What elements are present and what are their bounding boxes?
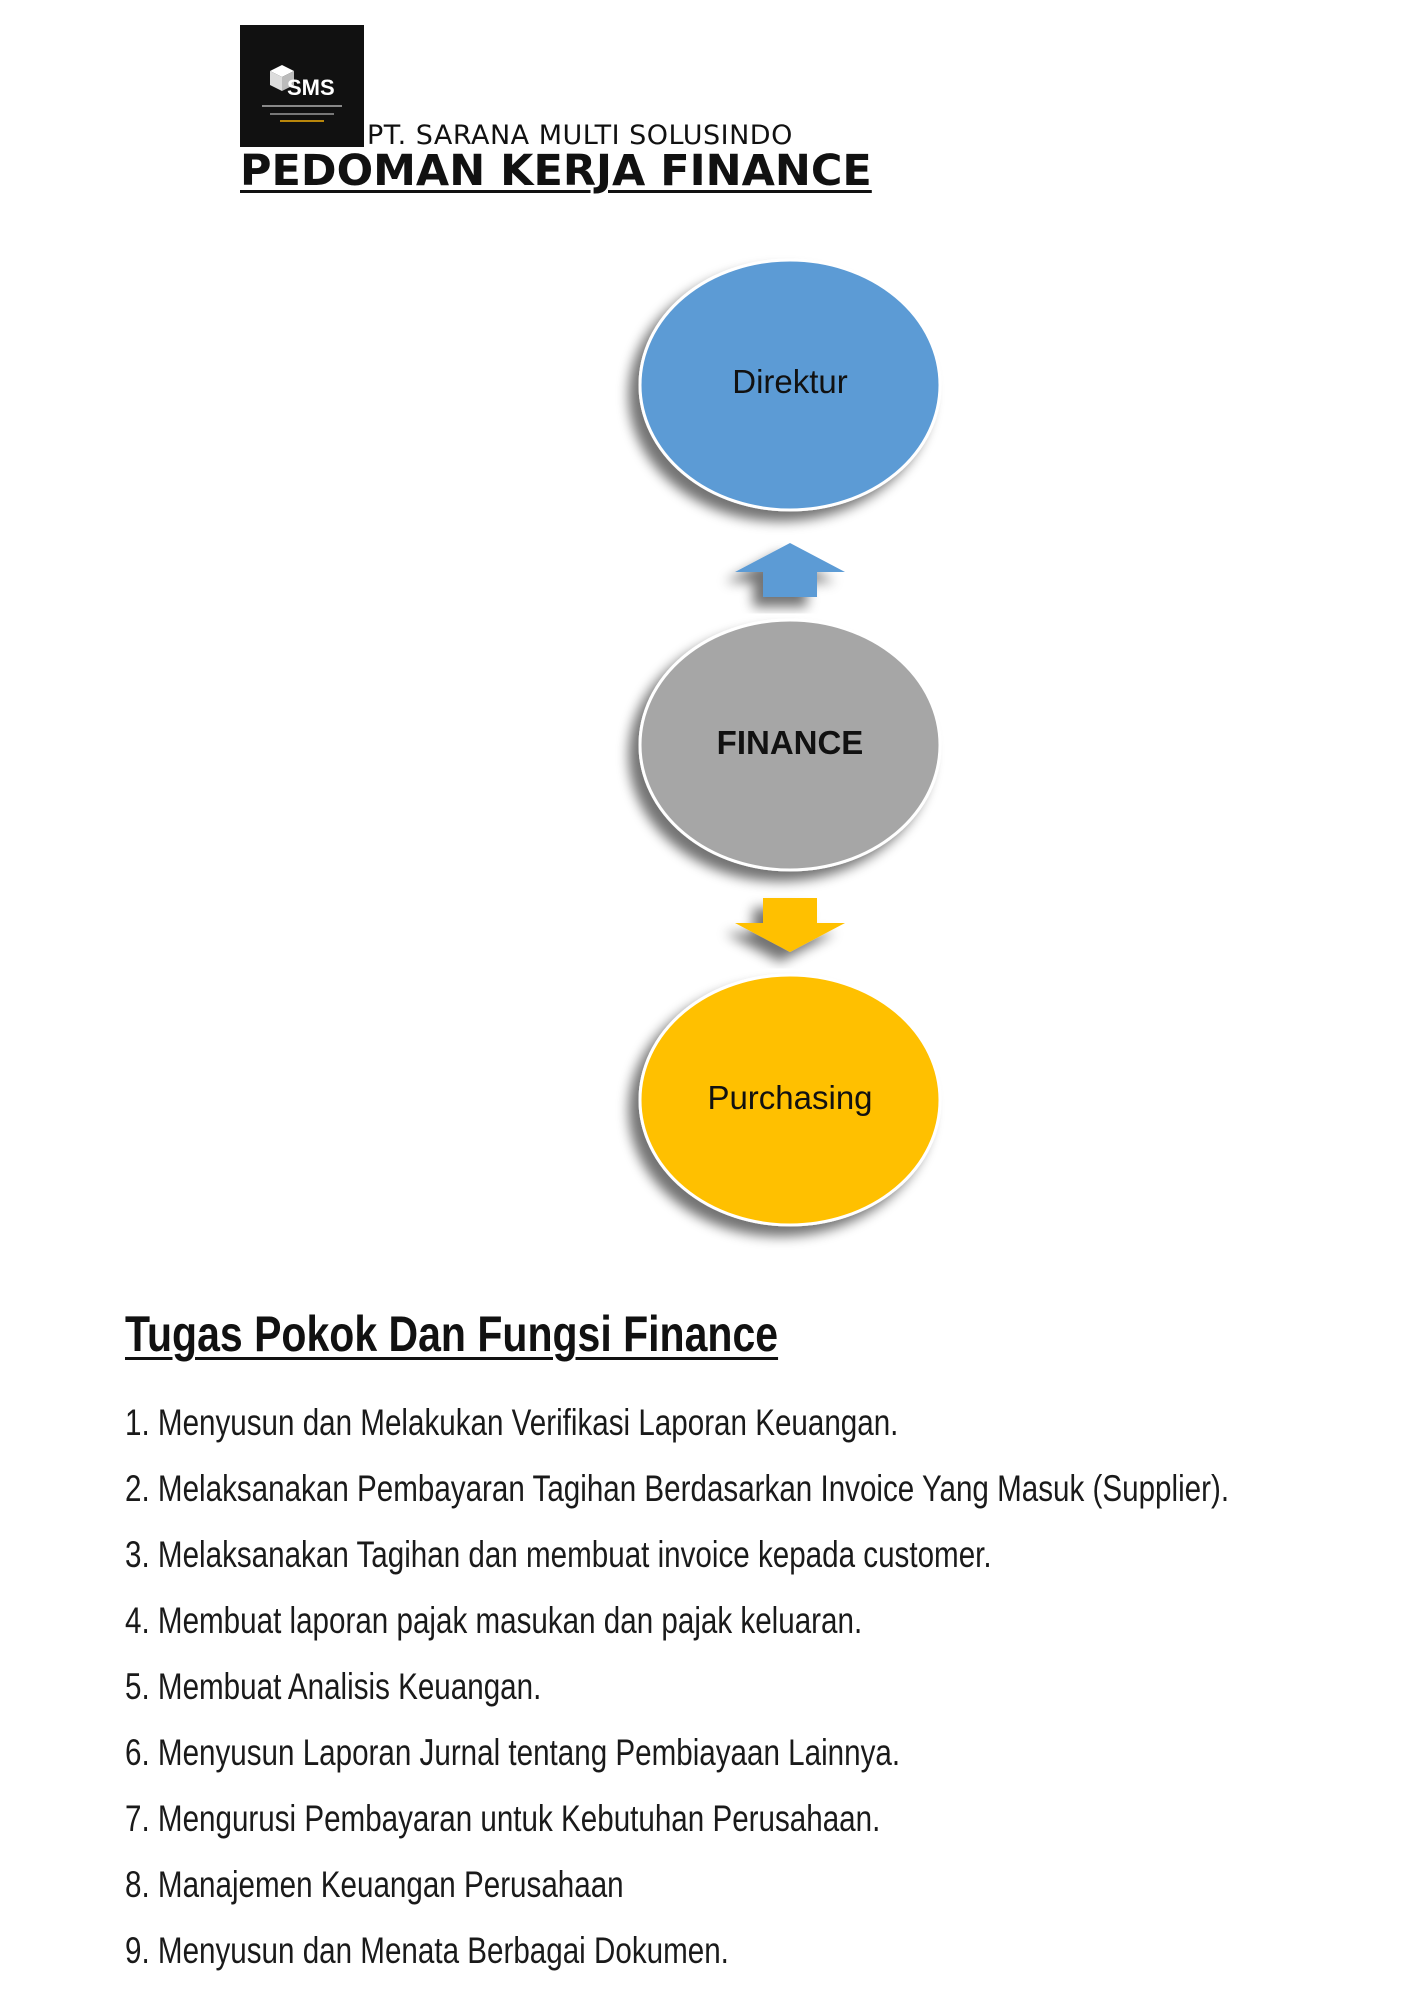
list-item: 6. Menyusun Laporan Jurnal tentang Pembi… [125, 1732, 901, 1773]
document-title: PEDOMAN KERJA FINANCE [240, 146, 872, 196]
company-name: PT. SARANA MULTI SOLUSINDO [367, 120, 793, 151]
list-item: 4. Membuat laporan pajak masukan dan paj… [125, 1600, 863, 1641]
list-item: 2. Melaksanakan Pembayaran Tagihan Berda… [125, 1468, 1230, 1509]
node-label-finance: FINANCE [716, 724, 864, 761]
list-item: 7. Mengurusi Pembayaran untuk Kebutuhan … [125, 1798, 881, 1839]
node-label-direktur: Direktur [732, 363, 848, 400]
list-item: 8. Manajemen Keuangan Perusahaan [125, 1864, 624, 1905]
node-label-purchasing: Purchasing [707, 1079, 873, 1116]
section-title: Tugas Pokok Dan Fungsi Finance [125, 1306, 779, 1362]
arrow-up-icon [735, 543, 845, 597]
list-item: 5. Membuat Analisis Keuangan. [125, 1666, 542, 1707]
logo-text: SMS [287, 75, 335, 100]
list-item: 1. Menyusun dan Melakukan Verifikasi Lap… [125, 1402, 899, 1443]
duty-list: 1. Menyusun dan Melakukan Verifikasi Lap… [125, 1390, 1414, 1984]
sms-logo-icon: SMS [240, 25, 364, 147]
list-item: 9. Menyusun dan Menata Berbagai Dokumen. [125, 1930, 729, 1971]
company-logo: SMS [240, 25, 364, 147]
arrow-down-icon [735, 898, 845, 952]
list-item: 3. Melaksanakan Tagihan dan membuat invo… [125, 1534, 992, 1575]
